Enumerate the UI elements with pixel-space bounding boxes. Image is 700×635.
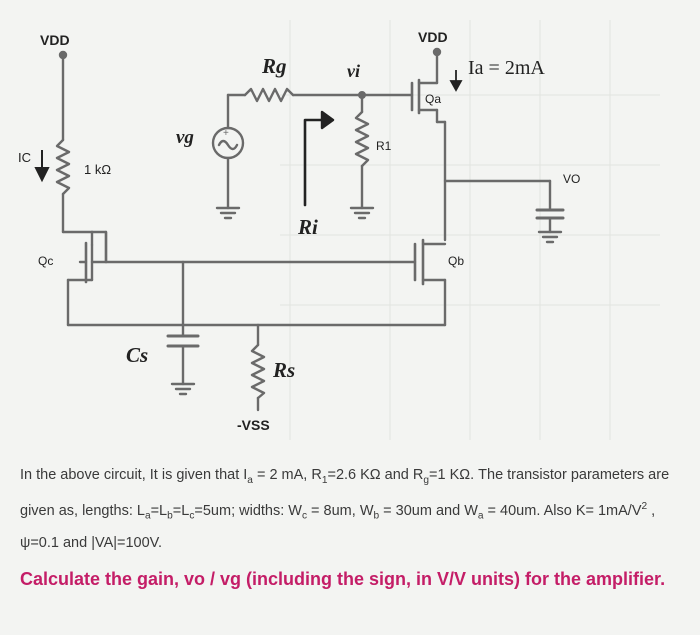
ri-arrow-icon (303, 118, 324, 207)
label-vi: vi (347, 61, 360, 81)
label-vdd-left: VDD (40, 32, 70, 48)
label-vdd-right: VDD (418, 29, 448, 45)
label-ic: IC (18, 150, 31, 165)
problem-text: In the above circuit, It is given that I… (20, 462, 682, 591)
ia-arrow-icon (449, 70, 463, 92)
ground-r1-icon (349, 206, 375, 220)
wire-qc-diode (90, 230, 108, 264)
ground-vg-icon (215, 206, 241, 220)
problem-parameters: In the above circuit, It is given that I… (20, 467, 670, 551)
resistor-rg (243, 87, 295, 103)
label-vo: VO (563, 172, 581, 186)
label-ia: Ia = 2mA (468, 57, 545, 79)
label-cs: Cs (126, 343, 149, 367)
label-rs: Rs (273, 358, 296, 382)
ground-cs-icon (170, 382, 196, 396)
circuit-diagram: + (34, 20, 660, 440)
label-vg: vg (176, 127, 194, 148)
label-qc: Qc (38, 254, 54, 268)
problem-question: Calculate the gain, vo / vg (including t… (20, 568, 666, 589)
label-qb: Qb (448, 254, 465, 268)
ic-arrow-icon (34, 150, 50, 183)
label-qa: Qa (425, 92, 442, 106)
label-vss: -VSS (237, 417, 270, 433)
transistor-qb (413, 238, 447, 327)
label-r1: R1 (376, 139, 392, 153)
resistor-r1 (354, 110, 370, 168)
transistor-qc (61, 230, 108, 327)
ground-load-icon (537, 230, 563, 244)
vdd-right-node (432, 47, 442, 57)
resistor-rs (250, 343, 266, 400)
label-ri: Ri (298, 215, 318, 239)
vg-plus-icon: + (223, 128, 229, 139)
background-grid (280, 20, 660, 440)
resistor-1k (55, 138, 71, 196)
transistor-qa (410, 53, 439, 124)
label-rg: Rg (262, 54, 287, 78)
label-1k: 1 kΩ (84, 162, 112, 177)
